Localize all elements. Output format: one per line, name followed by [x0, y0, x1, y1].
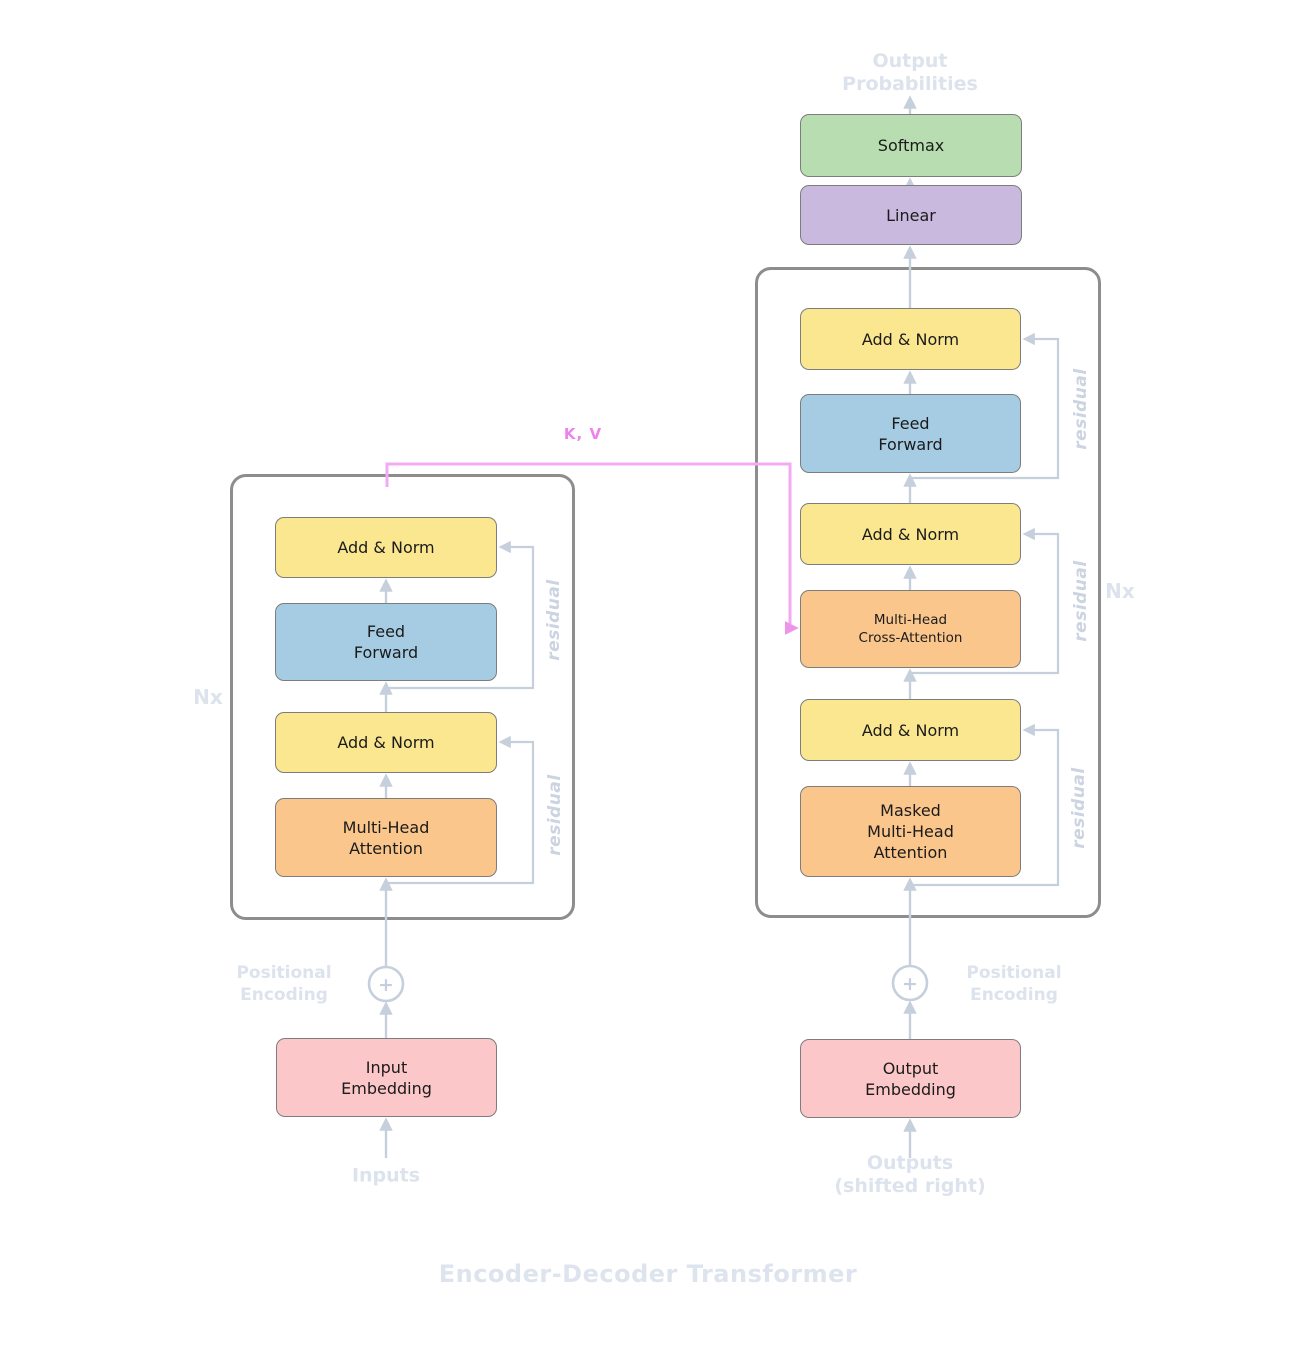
decoder-add-norm-top-block: Add & Norm [800, 308, 1021, 370]
encoder-residual-wire-2 [387, 540, 535, 690]
decoder-residual-label-lower: residual [1069, 767, 1089, 849]
decoder-add-norm-bottom-block: Add & Norm [800, 699, 1021, 761]
encoder-plus-circle: + [367, 965, 405, 1003]
plus-icon: + [378, 974, 394, 996]
decoder-residual-label-upper: residual [1071, 368, 1091, 450]
softmax-block: Softmax [800, 114, 1022, 177]
decoder-cross-attention-block: Multi-Head Cross-Attention [800, 590, 1021, 668]
linear-block: Linear [800, 185, 1022, 245]
encoder-residual-wires [387, 540, 535, 885]
decoder-plus-circle: + [891, 964, 929, 1002]
output-probabilities-label: Output Probabilities [842, 50, 978, 95]
decoder-masked-attention-block: Masked Multi-Head Attention [800, 786, 1021, 877]
inputs-label: Inputs [351, 1164, 421, 1187]
decoder-feed-forward-block: Feed Forward [800, 394, 1021, 473]
encoder-positional-encoding-label: Positional Encoding [236, 963, 332, 1005]
encoder-residual-label-upper: residual [544, 579, 564, 661]
plus-icon: + [902, 973, 918, 995]
encoder-frame [230, 474, 575, 920]
encoder-residual-label-lower: residual [545, 774, 565, 856]
encoder-nx-label: Nx [193, 685, 223, 709]
encoder-feed-forward-block: Feed Forward [275, 603, 497, 681]
decoder-residual-label-mid: residual [1071, 560, 1091, 642]
decoder-nx-label: Nx [1105, 579, 1135, 603]
plus-circle-icon [891, 964, 929, 1002]
encoder-residual-wire-1 [387, 735, 535, 885]
decoder-positional-encoding-label: Positional Encoding [966, 963, 1062, 1005]
diagram-title: Encoder-Decoder Transformer [438, 1260, 858, 1288]
decoder-frame [755, 267, 1101, 918]
decoder-residual-wire-3 [911, 332, 1060, 480]
input-embedding-block: Input Embedding [276, 1038, 497, 1117]
encoder-add-norm-top-block: Add & Norm [275, 517, 497, 578]
encoder-add-norm-bottom-block: Add & Norm [275, 712, 497, 773]
decoder-add-norm-mid-block: Add & Norm [800, 503, 1021, 565]
decoder-residual-wire-2 [911, 527, 1060, 675]
plus-circle-icon [367, 965, 405, 1003]
output-embedding-block: Output Embedding [800, 1039, 1021, 1118]
outputs-label: Outputs (shifted right) [834, 1152, 986, 1197]
kv-label: K, V [563, 425, 603, 443]
decoder-residual-wire-1 [911, 723, 1060, 887]
kv-connector [385, 462, 799, 635]
encoder-attention-block: Multi-Head Attention [275, 798, 497, 877]
decoder-residual-wires [911, 332, 1060, 887]
